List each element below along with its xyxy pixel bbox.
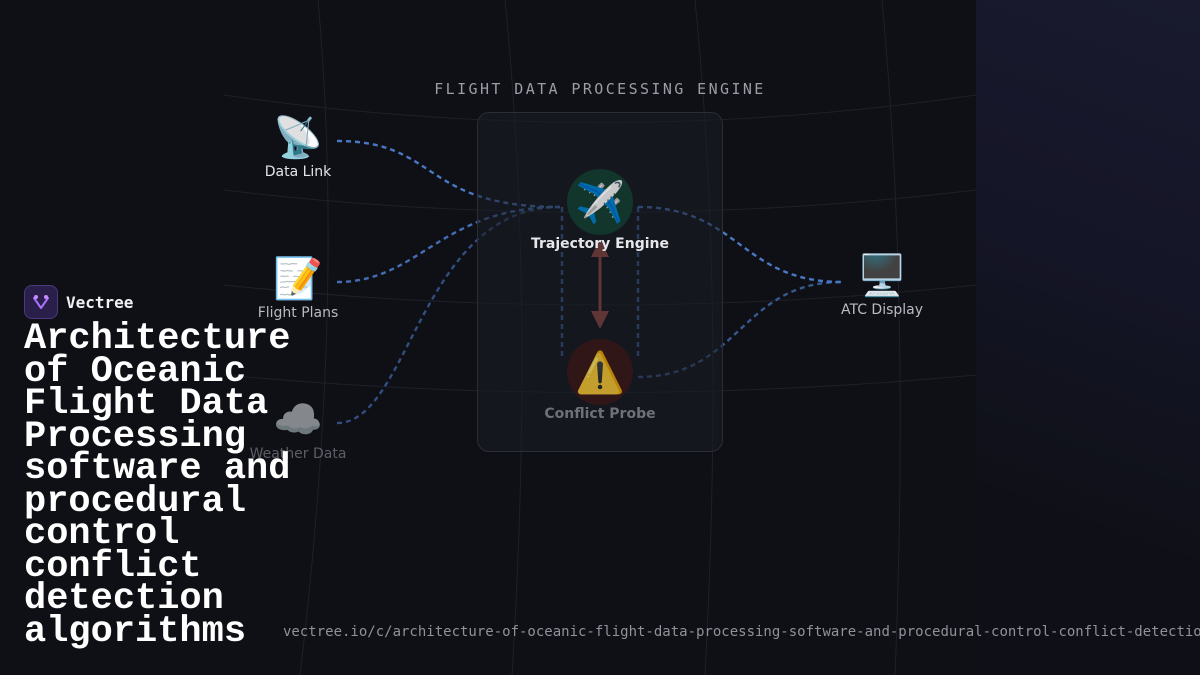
diagram-title: FLIGHT DATA PROCESSING ENGINE — [434, 80, 766, 98]
satellite-antenna-icon: 📡 — [273, 115, 323, 161]
brand-name: Vectree — [66, 292, 134, 312]
page-title: Architecture of Oceanic Flight Data Proc… — [24, 318, 291, 653]
page-url: vectree.io/c/architecture-of-oceanic-fli… — [283, 624, 1200, 640]
memo-icon: 📝 — [273, 256, 323, 302]
node-label: Weather Data — [249, 446, 347, 462]
node-atc-display: 🖥️ ATC Display — [832, 252, 932, 318]
node-data-link: 📡 Data Link — [248, 114, 348, 180]
brand: Vectree — [24, 285, 133, 319]
conflict-probe-label: Conflict Probe — [544, 406, 656, 422]
connector-weather-data — [336, 205, 561, 425]
node-flight-plans: 📝 Flight Plans — [248, 255, 348, 321]
conflict-probe-badge: ⚠️ — [567, 339, 633, 405]
airplane-icon: ✈️ — [575, 179, 625, 226]
connector-flight-plans — [336, 205, 561, 284]
warning-icon: ⚠️ — [575, 349, 625, 396]
background-glow — [976, 0, 1200, 675]
node-weather-data: ☁️ Weather Data — [248, 396, 348, 462]
cloud-icon: ☁️ — [273, 397, 323, 443]
connector-trajectory-atc — [637, 205, 843, 284]
node-label: ATC Display — [840, 302, 924, 318]
vectree-logo-icon — [24, 285, 58, 319]
node-label: Data Link — [264, 164, 332, 180]
desktop-computer-icon: 🖥️ — [857, 253, 907, 299]
node-label: Flight Plans — [257, 305, 339, 321]
trajectory-engine-badge: ✈️ — [567, 169, 633, 235]
trajectory-engine-label: Trajectory Engine — [531, 236, 669, 252]
